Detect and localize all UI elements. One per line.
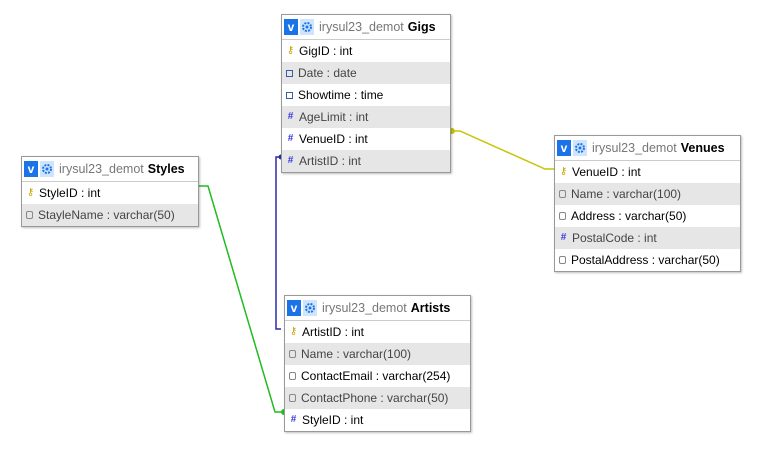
column-label: Address : varchar(50) (571, 209, 687, 223)
text-icon (559, 256, 566, 264)
table-row[interactable]: # AgeLimit : int (282, 106, 450, 128)
key-icon: ⚷ (559, 166, 568, 177)
table-row[interactable]: ⚷ ArtistID : int (285, 321, 470, 343)
table-db-name: irysul23_demot (322, 301, 407, 315)
table-row[interactable]: ⚷ GigID : int (282, 40, 450, 62)
table-row[interactable]: PostalAddress : varchar(50) (555, 249, 740, 271)
table-row[interactable]: Address : varchar(50) (555, 205, 740, 227)
table-row[interactable]: ContactPhone : varchar(50) (285, 387, 470, 409)
table-header[interactable]: v irysul23_demot Gigs (282, 15, 450, 40)
column-label: StayleName : varchar(50) (38, 208, 175, 222)
table-row[interactable]: ⚷ VenueID : int (555, 161, 740, 183)
column-label: GigID : int (299, 44, 353, 58)
table-row[interactable]: Showtime : time (282, 84, 450, 106)
key-icon: ⚷ (286, 45, 295, 56)
table-row[interactable]: ⚷ StyleID : int (22, 182, 198, 204)
text-icon (289, 394, 296, 402)
gear-icon[interactable] (40, 161, 54, 177)
column-label: Showtime : time (298, 88, 384, 102)
hash-icon: # (287, 155, 294, 166)
table-db-name: irysul23_demot (319, 20, 404, 34)
column-label: Name : varchar(100) (301, 347, 412, 361)
text-icon (559, 190, 566, 198)
table-venues[interactable]: v irysul23_demot Venues ⚷ VenueID : int N… (554, 135, 741, 272)
relation-gigs-venues[interactable] (451, 130, 555, 170)
hash-icon: # (287, 133, 294, 144)
relation-gigs-artists[interactable] (275, 156, 281, 330)
table-row[interactable]: Name : varchar(100) (285, 343, 470, 365)
table-row[interactable]: # ArtistID : int (282, 150, 450, 172)
table-row[interactable]: Name : varchar(100) (555, 183, 740, 205)
table-row[interactable]: Date : date (282, 62, 450, 84)
toggle-view-button[interactable]: v (284, 19, 298, 35)
gear-icon[interactable] (303, 300, 317, 316)
key-icon: ⚷ (26, 187, 35, 198)
gear-icon[interactable] (573, 140, 587, 156)
text-icon (26, 211, 33, 219)
calendar-icon (286, 91, 293, 99)
table-header[interactable]: v irysul23_demot Artists (285, 296, 470, 321)
column-label: ContactPhone : varchar(50) (301, 391, 449, 405)
column-label: VenueID : int (299, 132, 368, 146)
table-styles[interactable]: v irysul23_demot Styles ⚷ StyleID : int S… (21, 156, 199, 227)
gear-icon[interactable] (300, 19, 314, 35)
hash-icon: # (290, 414, 297, 425)
table-gigs[interactable]: v irysul23_demot Gigs ⚷ GigID : int Date … (281, 14, 451, 173)
table-row[interactable]: # VenueID : int (282, 128, 450, 150)
calendar-icon (286, 69, 293, 77)
text-icon (289, 350, 296, 358)
table-header[interactable]: v irysul23_demot Styles (22, 157, 198, 182)
column-label: ContactEmail : varchar(254) (301, 369, 451, 383)
hash-icon: # (560, 232, 567, 243)
toggle-view-button[interactable]: v (24, 161, 38, 177)
table-row[interactable]: # PostalCode : int (555, 227, 740, 249)
column-label: ArtistID : int (299, 154, 362, 168)
column-label: AgeLimit : int (299, 110, 369, 124)
table-name: Styles (147, 162, 185, 176)
column-label: Name : varchar(100) (571, 187, 682, 201)
column-label: ArtistID : int (302, 325, 365, 339)
table-db-name: irysul23_demot (592, 141, 677, 155)
relation-styles-artists[interactable] (199, 185, 284, 413)
column-label: VenueID : int (572, 165, 641, 179)
table-row[interactable]: StayleName : varchar(50) (22, 204, 198, 226)
table-row[interactable]: ContactEmail : varchar(254) (285, 365, 470, 387)
table-db-name: irysul23_demot (59, 162, 144, 176)
column-label: Date : date (298, 66, 357, 80)
key-icon: ⚷ (289, 326, 298, 337)
column-label: PostalAddress : varchar(50) (571, 253, 720, 267)
toggle-view-button[interactable]: v (287, 300, 301, 316)
hash-icon: # (287, 111, 294, 122)
table-row[interactable]: # StyleID : int (285, 409, 470, 431)
table-artists[interactable]: v irysul23_demot Artists ⚷ ArtistID : int… (284, 295, 471, 432)
column-label: StyleID : int (39, 186, 101, 200)
text-icon (289, 372, 296, 380)
table-name: Gigs (407, 20, 436, 34)
toggle-view-button[interactable]: v (557, 140, 571, 156)
table-name: Venues (680, 141, 725, 155)
column-label: PostalCode : int (572, 231, 657, 245)
column-label: StyleID : int (302, 413, 364, 427)
table-name: Artists (410, 301, 451, 315)
table-header[interactable]: v irysul23_demot Venues (555, 136, 740, 161)
text-icon (559, 212, 566, 220)
